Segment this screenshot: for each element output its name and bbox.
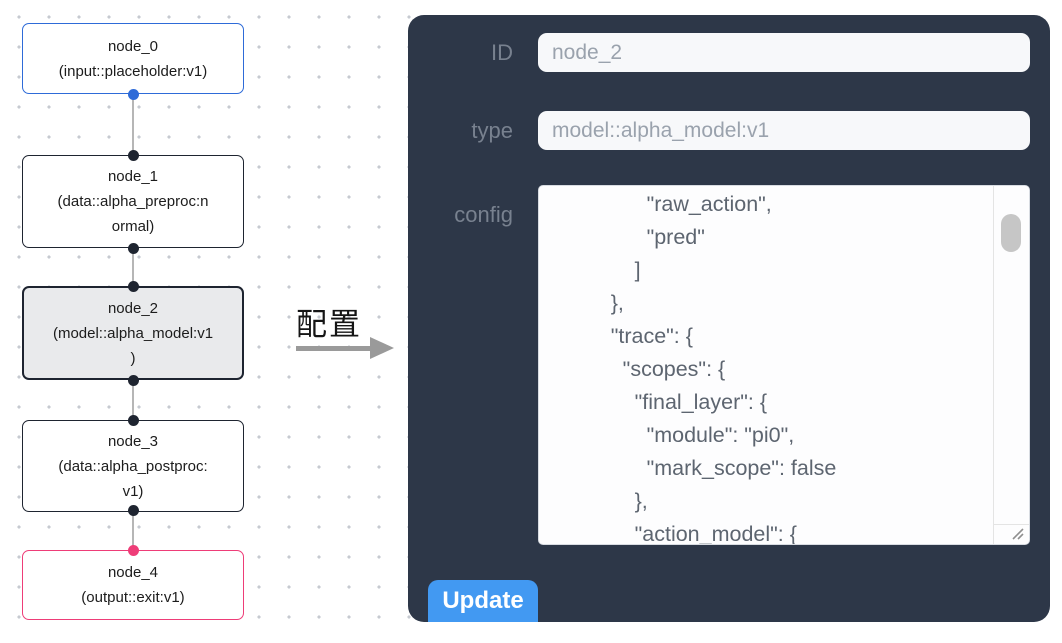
id-input[interactable] (538, 33, 1030, 72)
edge-node2-node3 (132, 380, 134, 420)
right-arrow-icon (296, 337, 396, 359)
node_3-target-handle[interactable] (128, 415, 139, 426)
node-subtitle: (output::exit:v1) (81, 589, 185, 606)
textarea-resize-handle[interactable] (993, 524, 1029, 544)
node-node_1[interactable]: node_1 (data::alpha_preproc:n ormal) (22, 155, 244, 248)
node_0-source-handle[interactable] (128, 89, 139, 100)
type-input[interactable] (538, 111, 1030, 150)
config-textarea[interactable]: "raw_action", "pred" ] }, "trace": { "sc… (538, 185, 1030, 545)
edge-node3-node4 (132, 510, 134, 550)
transition-label: 配置 (296, 307, 362, 342)
node-title: node_1 (107, 168, 159, 185)
node-config-panel: ID type config "raw_action", "pred" ] },… (408, 15, 1050, 622)
node_2-source-handle[interactable] (128, 375, 139, 386)
node_1-target-handle[interactable] (128, 150, 139, 161)
node-node_4[interactable]: node_4 (output::exit:v1) (22, 550, 244, 620)
edge-node1-node2 (132, 248, 134, 286)
node-title: node_3 (107, 432, 159, 450)
resize-grip-icon (1012, 528, 1024, 540)
node-node_0[interactable]: node_0 (input::placeholder:v1) (22, 23, 244, 94)
node-title: node_0 (107, 37, 159, 55)
node_3-source-handle[interactable] (128, 505, 139, 516)
node-subtitle: (model::alpha_model:v1 ) (52, 324, 214, 367)
update-button[interactable]: Update (428, 580, 538, 622)
node_1-source-handle[interactable] (128, 243, 139, 254)
edge-node0-node1 (132, 94, 134, 155)
arrow-shaft (296, 346, 374, 351)
node-node_2[interactable]: node_2 (model::alpha_model:v1 ) (22, 286, 244, 380)
node-subtitle: (data::alpha_postproc: v1) (58, 457, 208, 500)
config-json-text: "raw_action", "pred" ] }, "trace": { "sc… (610, 192, 837, 545)
type-field-label: type (471, 118, 513, 143)
node_2-target-handle[interactable] (128, 281, 139, 292)
node-subtitle: (data::alpha_preproc:n ormal) (57, 193, 209, 235)
config-scrollbar-track[interactable] (993, 186, 1029, 544)
id-field-label: ID (491, 40, 513, 65)
node-subtitle: (input::placeholder:v1) (58, 62, 208, 80)
arrow-head (370, 337, 394, 359)
node_4-target-handle[interactable] (128, 545, 139, 556)
config-field-label: config (454, 202, 513, 227)
node-title: node_4 (107, 564, 159, 581)
config-scrollbar-thumb[interactable] (1001, 214, 1021, 252)
node-node_3[interactable]: node_3 (data::alpha_postproc: v1) (22, 420, 244, 512)
node-title: node_2 (107, 299, 159, 317)
